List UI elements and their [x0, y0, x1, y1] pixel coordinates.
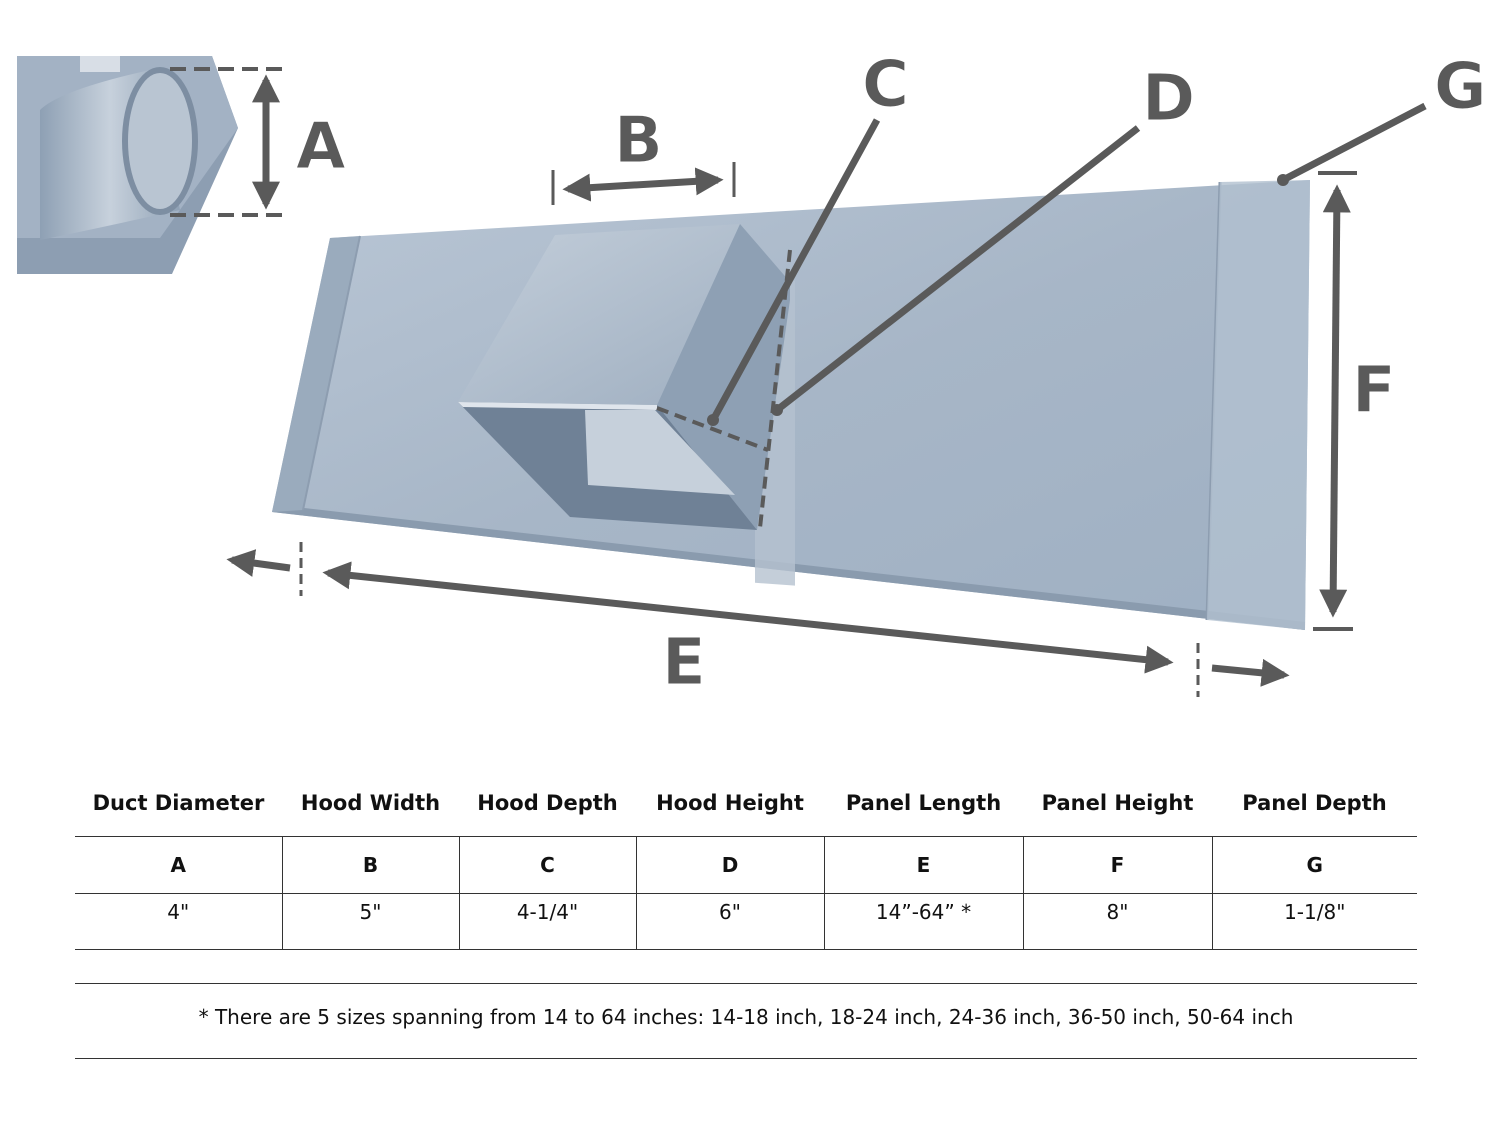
product-dimension-diagram: A B C D G: [17, 48, 1487, 701]
dimensions-table: Duct Diameter Hood Width Hood Depth Hood…: [75, 770, 1417, 950]
table-row-values: 4" 5" 4-1/4" 6" 14”-64” * 8" 1-1/8": [75, 893, 1417, 950]
header-panel-height: Panel Height: [1023, 770, 1212, 837]
dimension-c: C: [656, 48, 909, 452]
table-cell: 5": [282, 893, 460, 950]
table-cell: 4": [75, 893, 283, 950]
vent-panel: [272, 180, 1310, 630]
table-header-row: Duct Diameter Hood Width Hood Depth Hood…: [75, 770, 1417, 837]
label-g: G: [1434, 50, 1487, 124]
footnote-bottom-rule: [75, 1058, 1417, 1059]
table-cell: 14”-64” *: [824, 893, 1024, 950]
size-footnote: * There are 5 sizes spanning from 14 to …: [198, 1005, 1294, 1029]
table-cell: D: [636, 836, 825, 894]
dimension-f: F: [1313, 171, 1396, 631]
table-cell: E: [824, 836, 1024, 894]
label-f: F: [1352, 354, 1396, 428]
label-b: B: [614, 104, 663, 178]
table-cell: 8": [1023, 893, 1213, 950]
vent-hood: [458, 224, 790, 530]
label-a: A: [296, 110, 346, 184]
label-e: E: [662, 626, 706, 700]
table-cell: 4-1/4": [459, 893, 637, 950]
header-panel-depth: Panel Depth: [1212, 770, 1417, 837]
duct-inset-photo: [17, 56, 238, 274]
dimension-g: G: [1277, 50, 1487, 186]
header-hood-depth: Hood Depth: [459, 770, 636, 837]
table-cell: 1-1/8": [1212, 893, 1417, 950]
footnote-top-rule: [75, 983, 1417, 984]
dimension-d: D: [758, 62, 1196, 529]
table-cell: G: [1212, 836, 1417, 894]
table-cell: C: [459, 836, 637, 894]
header-duct-diameter: Duct Diameter: [75, 770, 282, 837]
table-cell: F: [1023, 836, 1213, 894]
table-cell: B: [282, 836, 460, 894]
label-d: D: [1142, 62, 1195, 136]
dimension-e: E: [226, 542, 1290, 701]
header-panel-length: Panel Length: [824, 770, 1023, 837]
dimension-b: B: [551, 104, 736, 205]
dimension-a: A: [170, 67, 347, 217]
header-hood-width: Hood Width: [282, 770, 459, 837]
table-cell: 6": [636, 893, 825, 950]
header-hood-height: Hood Height: [636, 770, 824, 837]
label-c: C: [862, 48, 909, 122]
table-cell: A: [75, 836, 283, 894]
table-row-letters: A B C D E F G: [75, 836, 1417, 894]
